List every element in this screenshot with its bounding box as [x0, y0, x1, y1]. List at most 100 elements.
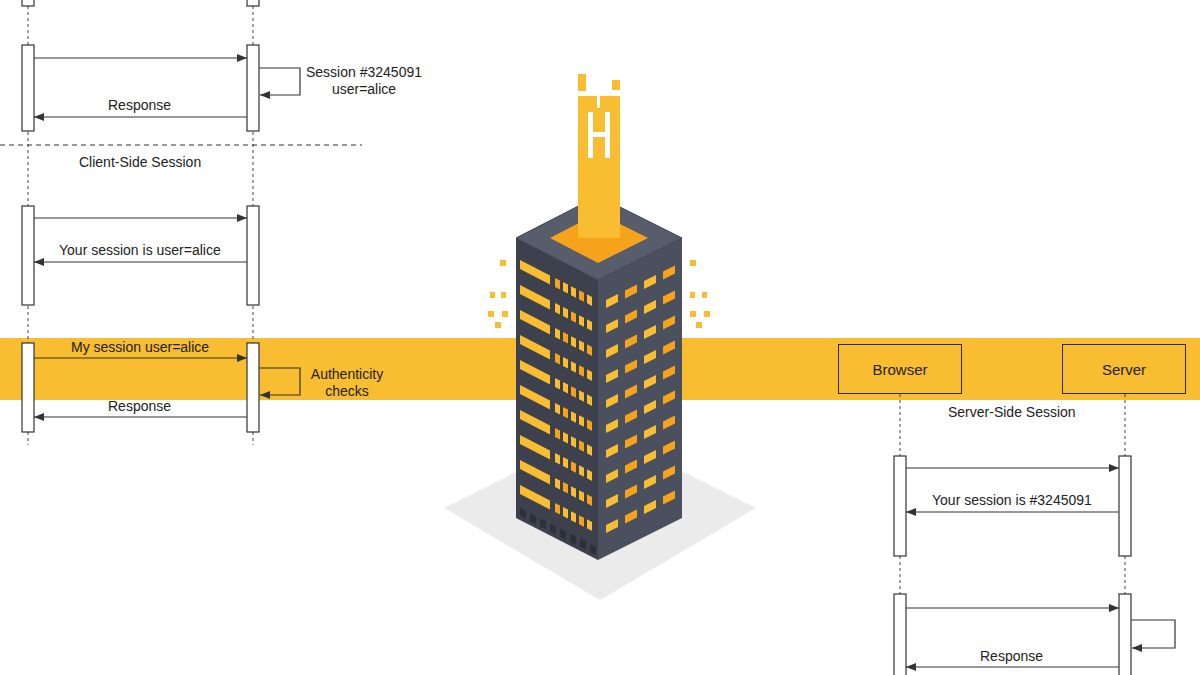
beam-sparks — [578, 74, 620, 91]
tower-window — [663, 491, 675, 505]
tower-window — [579, 515, 584, 527]
tower-window — [563, 432, 568, 444]
tower-window — [579, 415, 584, 427]
tower-window — [520, 310, 550, 334]
activation-bars — [894, 456, 1131, 675]
tower-window — [606, 294, 618, 308]
tower-window — [587, 519, 592, 531]
tower-window — [555, 428, 560, 440]
tower-window — [606, 419, 618, 433]
tower-window — [587, 494, 592, 506]
tower-window — [520, 260, 550, 284]
tower-window — [663, 466, 675, 480]
section-title: Server-Side Session — [948, 404, 1076, 421]
self-call-note: Authenticity checks — [302, 366, 392, 400]
tower-window — [571, 286, 576, 298]
activation-bars — [22, 0, 259, 432]
tower-window — [663, 316, 675, 330]
tower-window — [625, 435, 637, 449]
tower-window — [606, 344, 618, 358]
tower-window — [520, 435, 550, 459]
tower-window — [606, 369, 618, 383]
tower-window — [644, 475, 656, 489]
tower-window — [563, 407, 568, 419]
participant-box: Browser — [838, 344, 962, 394]
tower-window — [606, 319, 618, 333]
tower-window — [663, 391, 675, 405]
tower-window — [625, 360, 637, 374]
tower-window — [644, 275, 656, 289]
tower-window — [663, 266, 675, 280]
participant-name: Server — [1102, 361, 1146, 378]
tower-window — [520, 410, 550, 434]
tower-window — [625, 385, 637, 399]
tower-window — [563, 482, 568, 494]
tower-window — [579, 290, 584, 302]
tower-window — [587, 419, 592, 431]
tower-window — [555, 503, 560, 515]
message-label: Response — [108, 97, 171, 114]
tower-window — [520, 335, 550, 359]
tower-window — [555, 403, 560, 415]
tower-window — [663, 341, 675, 355]
participant-name: Browser — [872, 361, 927, 378]
tower-window — [663, 441, 675, 455]
self-call-note: Session #3245091 user=alice — [299, 64, 429, 98]
tower-window — [606, 444, 618, 458]
tower-window — [555, 328, 560, 340]
tower-window — [579, 390, 584, 402]
tower-vent — [570, 534, 576, 545]
beam-logo — [588, 96, 610, 158]
tower-window — [571, 411, 576, 423]
tower-window — [520, 385, 550, 409]
tower-window — [579, 440, 584, 452]
tower-window — [579, 490, 584, 502]
tower-window — [563, 332, 568, 344]
message-arrows — [34, 58, 300, 417]
tower-vent — [590, 544, 596, 555]
tower-vent — [550, 523, 556, 534]
message-label: My session user=alice — [71, 339, 209, 356]
message-label: Response — [108, 398, 171, 415]
tower-window — [606, 494, 618, 508]
tower-vent — [540, 518, 546, 529]
side-sparks — [488, 260, 710, 328]
tower-window — [587, 319, 592, 331]
tower-left-face — [516, 238, 598, 560]
tower-window — [563, 457, 568, 469]
tower-vent — [580, 539, 586, 550]
section-divider — [0, 144, 362, 145]
tower-window — [587, 344, 592, 356]
tower-window — [644, 400, 656, 414]
client-side-lifelines — [28, 0, 253, 445]
tower-window — [644, 500, 656, 514]
tower-vent — [530, 513, 536, 524]
tower-window — [520, 285, 550, 309]
tower-window — [587, 469, 592, 481]
tower-window — [587, 394, 592, 406]
tower-right-face — [598, 238, 682, 560]
tower-window — [625, 310, 637, 324]
section-title: Client-Side Session — [79, 154, 201, 171]
tower-window — [563, 307, 568, 319]
tower-window — [644, 325, 656, 339]
tower-window — [579, 340, 584, 352]
tower-window — [625, 485, 637, 499]
tower-window — [587, 369, 592, 381]
tower-window — [644, 375, 656, 389]
tower-window — [563, 282, 568, 294]
tower-vent — [560, 529, 566, 540]
tower-window — [563, 382, 568, 394]
tower-window — [571, 486, 576, 498]
tower-vent — [520, 508, 526, 519]
tower-window — [625, 335, 637, 349]
tower-window — [587, 294, 592, 306]
tower-window — [555, 453, 560, 465]
message-label: Your session is #3245091 — [932, 492, 1092, 509]
tower-window — [555, 378, 560, 390]
tower-window — [520, 360, 550, 384]
participant-box: Server — [1062, 344, 1186, 394]
server-tower-illustration — [444, 74, 756, 600]
